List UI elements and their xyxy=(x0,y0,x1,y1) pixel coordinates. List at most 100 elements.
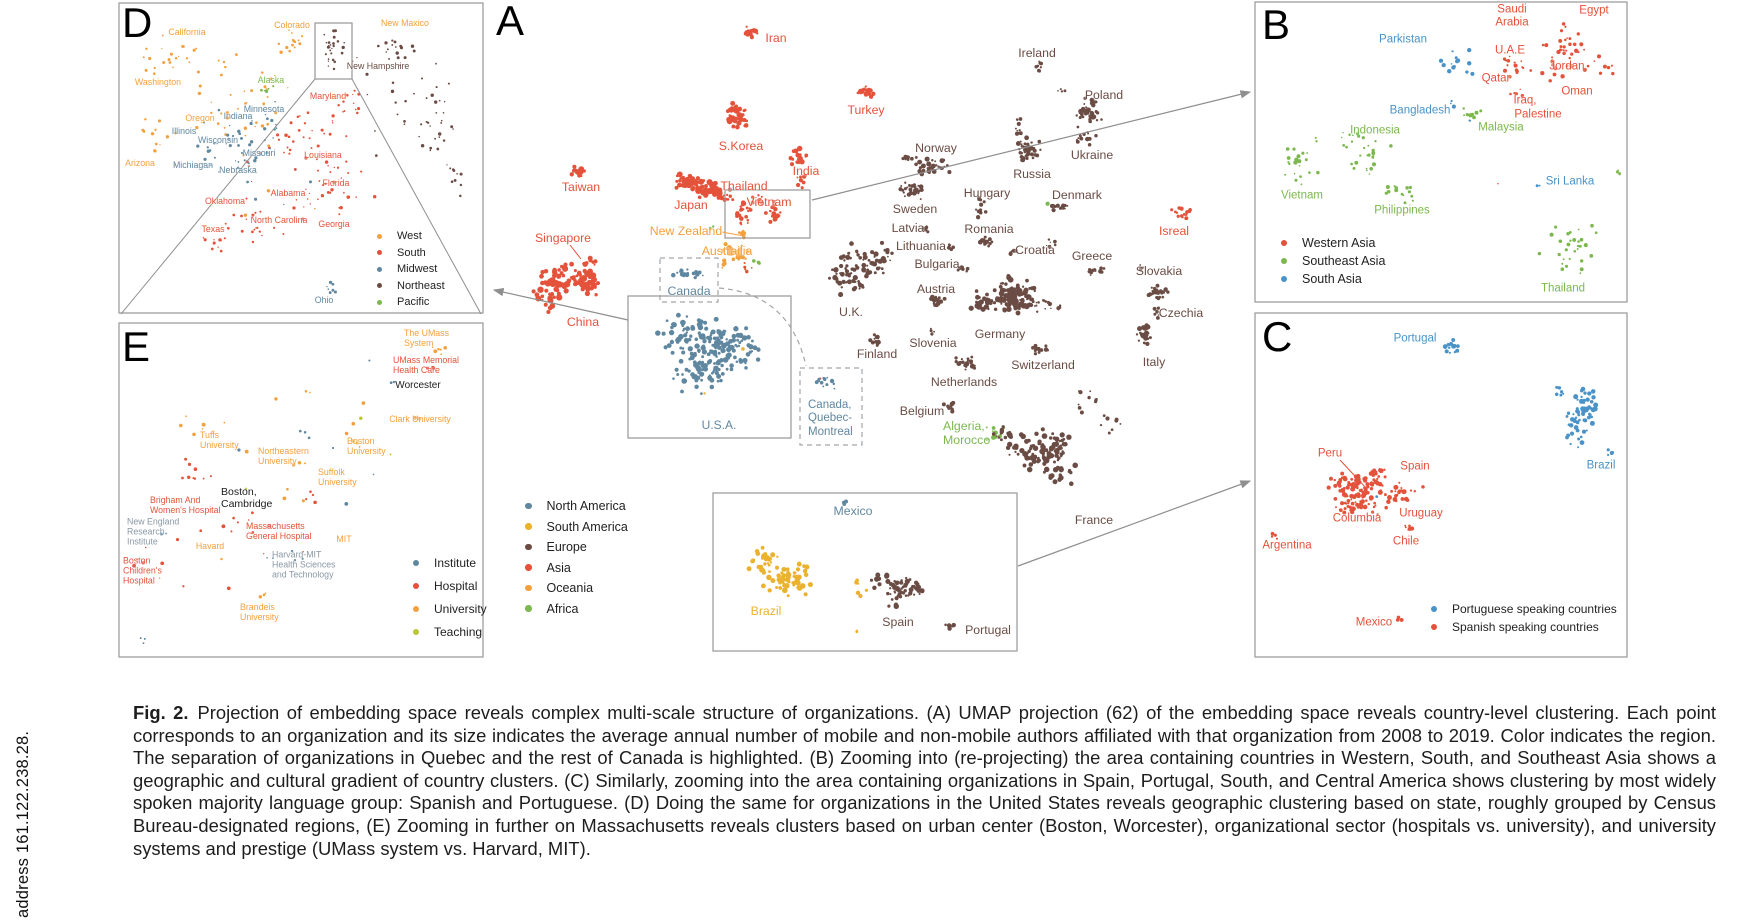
legend-item-south-asia: South Asia xyxy=(1281,270,1385,288)
panel-e-frame xyxy=(118,322,484,658)
label-clark-university: Clark University xyxy=(389,413,451,424)
label-u-s-a: U.S.A. xyxy=(701,418,737,433)
label-france: France xyxy=(1074,512,1114,527)
label-croatia: Croatia xyxy=(1015,242,1055,257)
inset-canada-box xyxy=(659,257,719,303)
label-vietnam: Vietnam xyxy=(1281,189,1323,202)
legend-label-north-america: North America xyxy=(546,499,626,513)
panel-c-frame xyxy=(1254,312,1628,658)
label-portugal: Portugal xyxy=(965,622,1011,637)
legend-item-pacific: Pacific xyxy=(377,294,445,311)
label-chile: Chile xyxy=(1392,535,1420,548)
label-louisiana: Louisiana xyxy=(304,149,342,160)
label-portugal: Portugal xyxy=(1393,332,1437,345)
label-texas: Texas xyxy=(201,223,225,234)
legend-dot-northeast xyxy=(377,283,382,288)
label-iraq: Iraq, xyxy=(1513,94,1537,107)
label-new-england: New England Research Institute xyxy=(127,516,180,548)
label-brigham-and: Brigham And Women's Hospital xyxy=(150,494,221,515)
label-arizona: Arizona xyxy=(125,157,155,168)
label-nebraska: Nebraska xyxy=(219,164,257,175)
label-thailand: Thailand xyxy=(720,178,768,193)
legend-label-western-asia: Western Asia xyxy=(1302,236,1376,250)
figure-caption-text: Projection of embedding space reveals co… xyxy=(133,702,1716,859)
label-umass-memorial: UMass Memorial Health Care xyxy=(393,354,459,375)
label-switzerland: Switzerland xyxy=(1011,357,1075,372)
legend-dot-south-america xyxy=(525,523,532,530)
label-greece: Greece xyxy=(1071,248,1113,263)
label-sweden: Sweden xyxy=(892,201,938,216)
label-romania: Romania xyxy=(964,221,1014,236)
legend-item-western-asia: Western Asia xyxy=(1281,234,1385,252)
label-germany: Germany xyxy=(974,326,1026,341)
connector-line xyxy=(721,231,745,237)
label-slovenia: Slovenia xyxy=(909,335,957,350)
legend-item-asia: Asia xyxy=(525,557,628,578)
legend-item-midwest: Midwest xyxy=(377,261,445,278)
label-peru: Peru xyxy=(1317,447,1343,460)
label-austrailia: Austrailia xyxy=(701,243,753,258)
label-qatar: Qatar xyxy=(1481,72,1511,85)
label-taiwan: Taiwan xyxy=(561,179,601,194)
label-ireland: Ireland xyxy=(1018,45,1056,60)
label-washington: Washington xyxy=(134,76,182,87)
label-michiagan: Michiagan xyxy=(172,159,214,170)
highlight-vietnam-box xyxy=(724,189,811,239)
legend-label-portuguese-speaking-countries: Portuguese speaking countries xyxy=(1452,602,1617,616)
label-ukraine: Ukraine xyxy=(1070,147,1114,162)
label-maryland: Maryland xyxy=(309,90,347,101)
label-boston: Boston, Cambridge xyxy=(221,485,273,510)
inset-usa-box xyxy=(627,295,792,439)
legend-label-northeast: Northeast xyxy=(397,279,445,292)
legend-dot-university xyxy=(413,606,419,612)
label-california: California xyxy=(168,26,206,37)
canada-quebec-dashed-arc xyxy=(718,287,807,367)
label-indonesia: Indonesia xyxy=(1350,124,1400,137)
panel-a-dots xyxy=(531,25,1192,634)
label-the-umass: The UMass System xyxy=(404,327,449,348)
panel-letter-e: E xyxy=(122,323,151,370)
legend-dot-north-america xyxy=(525,502,532,510)
legend-label-spanish-speaking-countries: Spanish speaking countries xyxy=(1452,620,1599,634)
legend-label-south-asia: South Asia xyxy=(1302,272,1362,286)
annotations xyxy=(118,1,1628,658)
label-boston: Boston University xyxy=(347,435,386,456)
figure-caption: Fig. 2.Projection of embedding space rev… xyxy=(133,702,1716,860)
label-northeastern: Northeastern University xyxy=(258,445,309,466)
label-spain: Spain xyxy=(1400,460,1430,473)
legend-dot-midwest xyxy=(377,266,382,272)
label-slovakia: Slovakia xyxy=(1135,263,1183,278)
label-philippines: Philippines xyxy=(1374,204,1430,217)
label-suffolk: Suffolk University xyxy=(318,466,357,487)
label-canada: Canada, Quebec- Montreal xyxy=(808,399,853,438)
zoom-arrow xyxy=(492,287,629,321)
label-brazil: Brazil xyxy=(1586,459,1616,472)
label-oklahoma: Oklahoma xyxy=(204,195,246,206)
legend-dot-institute xyxy=(413,560,419,566)
label-havard: Havard xyxy=(195,540,225,551)
label-japan: Japan xyxy=(674,197,708,212)
panel-d-frame xyxy=(118,2,484,314)
connector-line xyxy=(120,78,316,315)
legend-item-west: West xyxy=(377,228,445,245)
label-mexico: Mexico xyxy=(833,503,873,518)
label-florida: Florida xyxy=(322,177,350,188)
label-illinois: Illinois xyxy=(171,125,197,136)
label-u-k: U.K. xyxy=(839,304,863,319)
label-hungary: Hungary xyxy=(963,185,1011,200)
legend-dot-south xyxy=(377,250,382,255)
label-worcester: Worcester xyxy=(395,380,441,392)
label-turkey: Turkey xyxy=(847,102,885,117)
connector-line xyxy=(569,244,582,260)
legend-dot-teaching xyxy=(413,629,419,635)
panel-b-dots xyxy=(1284,22,1622,275)
label-austria: Austria xyxy=(916,281,956,296)
label-missouri: Missouri xyxy=(242,147,276,158)
label-thailand: Thailand xyxy=(1540,282,1586,295)
legend-dot-hospital xyxy=(413,583,419,589)
legend-item-teaching: Teaching xyxy=(413,621,487,644)
panel-e-dots xyxy=(132,346,447,645)
legend-dot-southeast-asia xyxy=(1281,258,1287,264)
